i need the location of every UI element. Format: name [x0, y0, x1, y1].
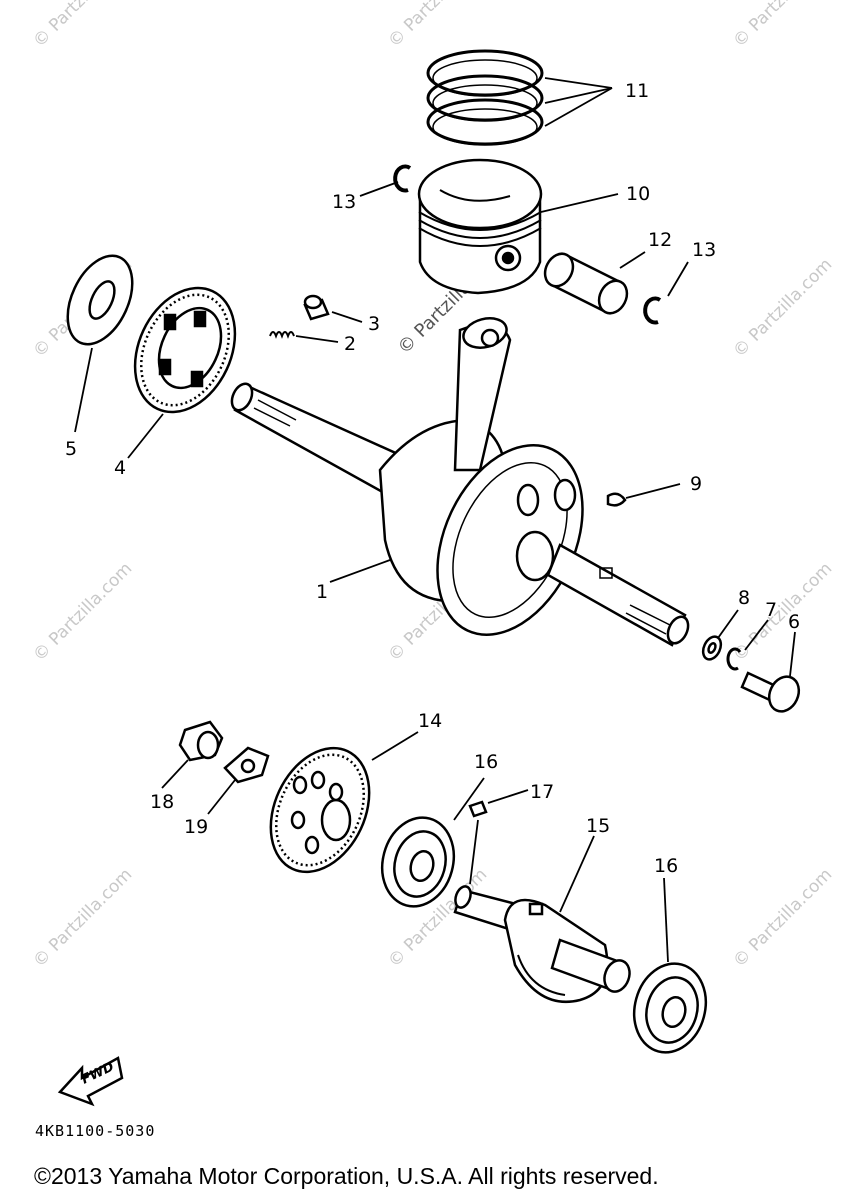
bearing	[380, 816, 456, 908]
copyright-text: ©2013 Yamaha Motor Corporation, U.S.A. A…	[34, 1163, 659, 1189]
drawing-code: 4KB1100-5030	[35, 1122, 155, 1140]
piston-pin	[543, 252, 629, 315]
washer-small	[701, 635, 723, 661]
leader-lines	[74, 77, 796, 963]
callout-13: 13	[692, 239, 716, 261]
watermark: © Partzilla.com	[29, 0, 136, 52]
lock-washer	[223, 746, 270, 784]
callout-1: 1	[316, 581, 328, 603]
callout-9: 9	[690, 473, 702, 495]
callout-18: 18	[150, 791, 174, 813]
balancer-shaft	[453, 885, 631, 1004]
key	[606, 492, 627, 507]
callout-2: 2	[344, 333, 356, 355]
callout-14: 14	[418, 710, 442, 732]
bearing	[632, 962, 708, 1054]
callout-13: 13	[332, 191, 356, 213]
circlip	[393, 164, 662, 325]
key-small	[468, 800, 488, 818]
watermark: © Partzilla.com	[729, 0, 836, 52]
callout-7: 7	[765, 599, 777, 621]
watermark: © Partzilla.com	[729, 865, 836, 972]
pin	[303, 294, 330, 321]
callout-12: 12	[648, 229, 672, 251]
callout-labels: 11 10 13 12 13 3 2 5 4 1 9 8 7 6 14 16 1…	[65, 80, 800, 877]
callout-16: 16	[654, 855, 678, 877]
callout-4: 4	[114, 457, 126, 479]
fwd-arrow: FWD	[57, 1056, 124, 1107]
watermark: © Partzilla.com	[29, 559, 136, 666]
callout-16: 16	[474, 751, 498, 773]
washer	[66, 254, 134, 346]
watermark: © Partzilla.com	[384, 0, 491, 52]
callout-15: 15	[586, 815, 610, 837]
callout-6: 6	[788, 611, 800, 633]
piston-rings	[426, 49, 544, 146]
callout-19: 19	[184, 816, 208, 838]
piston	[417, 158, 543, 295]
callout-5: 5	[65, 438, 77, 460]
callout-11: 11	[625, 80, 649, 102]
callout-3: 3	[368, 313, 380, 335]
callout-10: 10	[626, 183, 650, 205]
circlip-small	[726, 647, 742, 671]
bolt	[740, 671, 801, 713]
callout-8: 8	[738, 587, 750, 609]
crankshaft	[230, 317, 690, 647]
watermark: © Partzilla.com	[729, 255, 836, 362]
balancer-gear	[269, 746, 371, 874]
spring	[269, 331, 295, 339]
clutch-gear	[133, 286, 237, 414]
callout-17: 17	[530, 781, 554, 803]
nut	[178, 720, 224, 762]
watermark: © Partzilla.com	[29, 865, 136, 972]
